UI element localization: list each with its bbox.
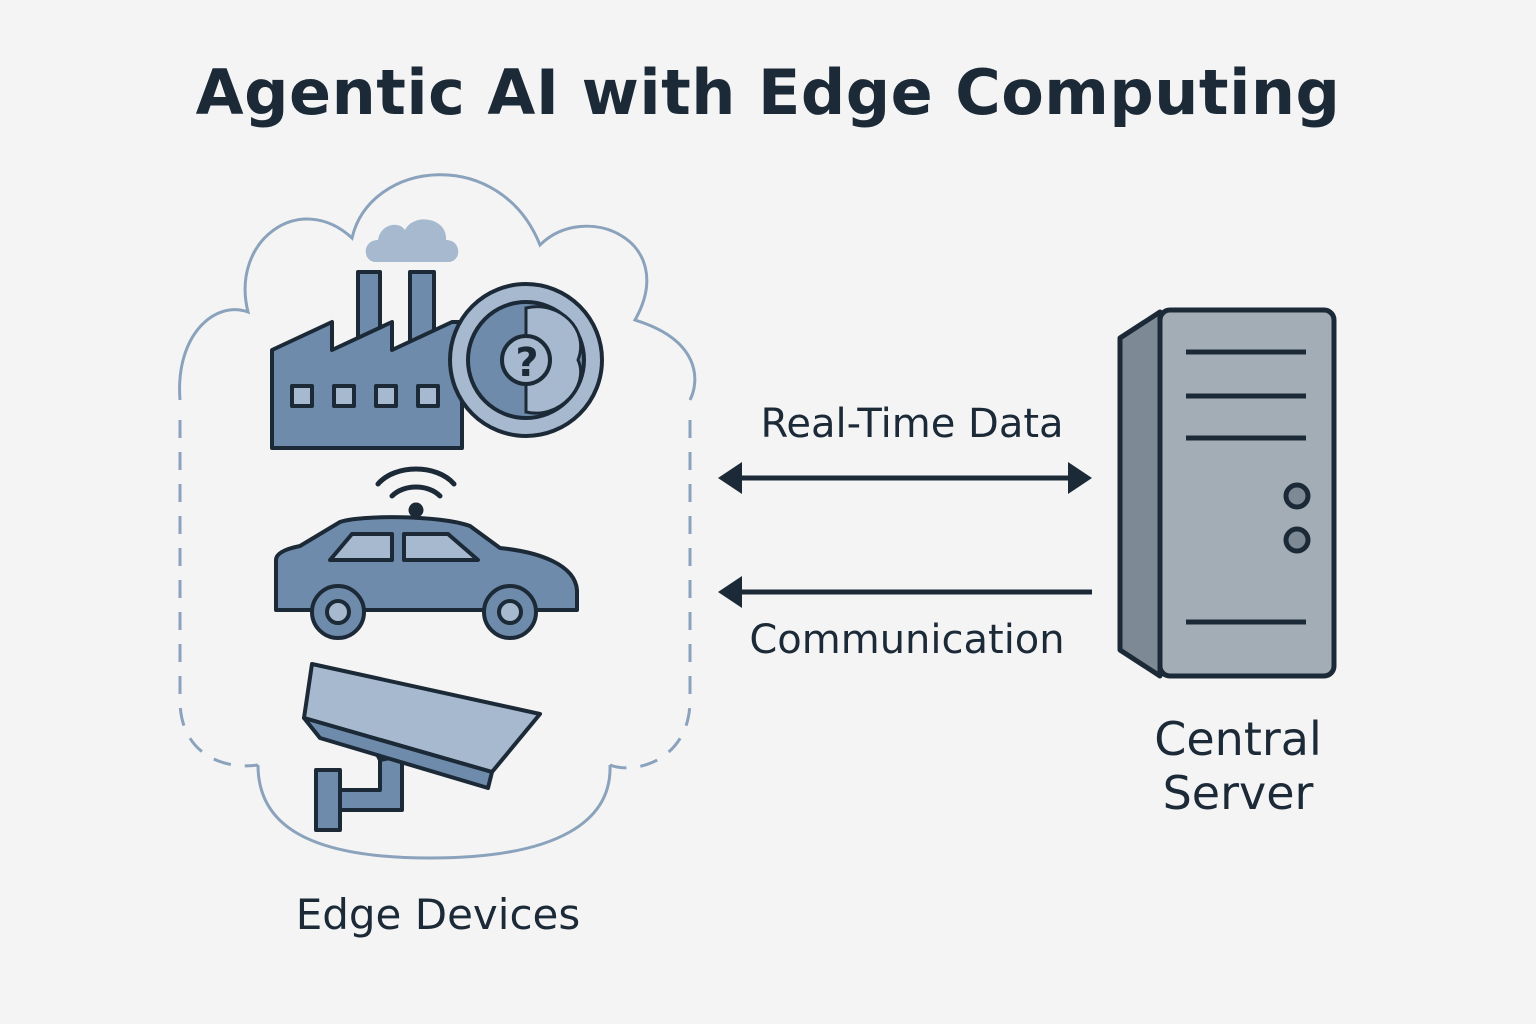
diagram-title: Agentic AI with Edge Computing — [195, 56, 1341, 129]
cloud-icon — [365, 219, 459, 262]
edge-cloud-outline — [178, 173, 697, 860]
central-server-label: Central Server — [1154, 712, 1322, 820]
factory-icon — [270, 270, 464, 450]
realtime-data-arrow — [718, 462, 1092, 494]
communication-arrow — [718, 576, 1092, 608]
communication-label: Communication — [749, 617, 1065, 663]
svg-text:?: ? — [515, 340, 538, 386]
server-tower-icon — [1117, 307, 1337, 679]
realtime-data-label: Real-Time Data — [760, 401, 1064, 447]
wifi-signal-icon — [375, 466, 457, 518]
security-camera-icon — [302, 662, 542, 832]
edge-devices-label: Edge Devices — [295, 890, 581, 939]
car-icon — [274, 515, 579, 640]
brain-gear-icon: ? — [448, 282, 604, 438]
